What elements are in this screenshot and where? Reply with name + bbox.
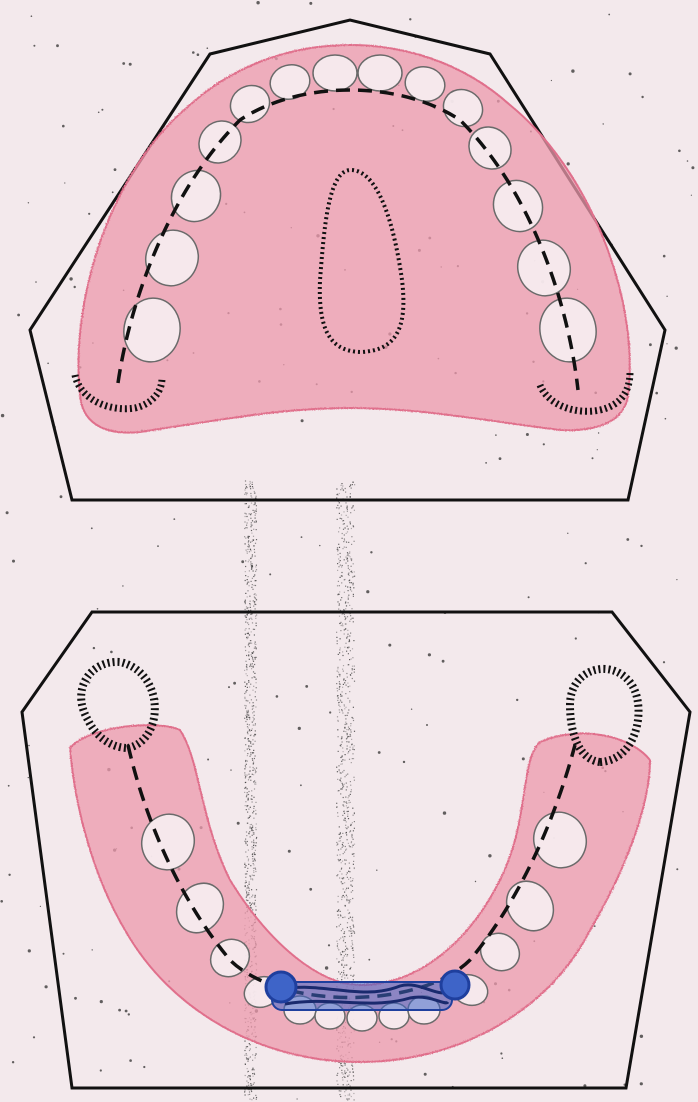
upper-tooth	[358, 55, 402, 91]
lingual-bar-left-rest	[266, 972, 296, 1002]
upper-tooth	[313, 55, 357, 91]
lingual-bar-right-rest	[441, 971, 469, 999]
